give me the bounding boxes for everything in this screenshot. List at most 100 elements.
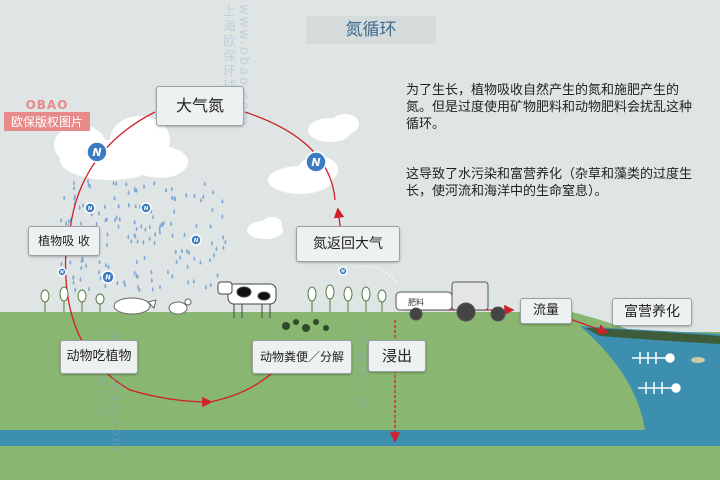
- rain-drop: [209, 257, 212, 263]
- rain-drop: [78, 204, 81, 210]
- rain-drop: [64, 220, 67, 226]
- nitrogen-symbol: [84, 202, 96, 214]
- cloud-small: [247, 217, 283, 239]
- rain-drop: [175, 259, 178, 265]
- crops-right: [307, 284, 387, 312]
- rain-drop: [135, 259, 138, 265]
- rain-drop: [116, 280, 119, 286]
- rain-drop: [169, 221, 172, 227]
- rain-drop: [183, 232, 186, 238]
- rain-drop: [105, 242, 108, 248]
- rain-drop: [81, 255, 84, 261]
- rain-drop: [98, 269, 101, 275]
- rain-drop: [209, 282, 212, 288]
- rain-drop: [130, 238, 133, 244]
- rain-drop: [211, 207, 214, 213]
- rain-drop: [113, 195, 116, 201]
- rain-drop: [134, 203, 137, 209]
- dead-fish-1: [632, 352, 675, 364]
- rain-drop: [195, 223, 198, 229]
- description-paragraph-1: 为了生长，植物吸收自然产生的氮和施肥产生的氮。但是过度使用矿物肥料和动物肥料会扰…: [406, 83, 693, 132]
- nitrogen-symbol-text: N: [105, 273, 111, 281]
- rain-drop: [117, 203, 120, 209]
- rain-drop: [135, 273, 138, 279]
- rain-drop: [153, 180, 156, 186]
- rain-drop: [180, 248, 183, 254]
- rain-drop: [136, 284, 139, 290]
- rain-drop: [158, 229, 161, 235]
- cycle-arrow-down-left: [64, 249, 213, 408]
- nitrogen-symbol: [305, 151, 327, 173]
- rain-drop: [192, 278, 195, 284]
- dead-fish-2: [638, 382, 681, 394]
- rain-drop: [74, 286, 77, 292]
- nitrogen-symbol: [101, 270, 115, 284]
- rain-drop: [216, 272, 219, 278]
- rain-drop: [98, 259, 101, 265]
- rain-drop: [104, 217, 107, 223]
- description-paragraph-2: 这导致了水污染和富营养化（杂草和藻类的过度生长，使河流和海洋中的生命窒息）。: [406, 167, 693, 199]
- diagram-title: 氮循环: [306, 16, 436, 44]
- rain-drop: [160, 221, 163, 227]
- rain-drop: [106, 231, 109, 237]
- rain-drop: [213, 252, 216, 258]
- rain-drop: [143, 255, 146, 261]
- rain-drop: [72, 279, 75, 285]
- rain-drop: [148, 224, 151, 230]
- cow: [217, 281, 277, 318]
- rain-drop: [204, 284, 207, 290]
- rain-drop: [73, 185, 76, 191]
- rain-drop: [193, 193, 196, 199]
- rain-drop: [148, 235, 151, 241]
- nitrogen-symbol-text: N: [341, 269, 345, 275]
- rain-drop: [151, 214, 154, 220]
- rain-drop: [142, 239, 145, 245]
- rain-drop: [142, 183, 145, 189]
- watermark-logo-top: OBAO: [25, 98, 69, 112]
- rain-drop: [186, 248, 189, 254]
- rain-drop: [125, 181, 128, 187]
- label-eutrophication: 富营养化: [612, 298, 692, 326]
- rain-drop: [159, 284, 162, 290]
- rain-drop: [133, 270, 136, 276]
- rain-drop: [150, 277, 153, 283]
- rain-drop: [69, 259, 72, 265]
- nitrogen-symbol-text: N: [194, 238, 199, 244]
- rain-drop: [133, 232, 136, 238]
- nitrogen-symbol-text: N: [88, 206, 93, 212]
- rain-drop: [151, 286, 154, 292]
- rain-drop: [72, 180, 75, 186]
- nitrogen-symbol-text: N: [311, 156, 320, 169]
- rain-drop: [136, 238, 139, 244]
- rain-drop: [171, 273, 174, 279]
- rain-drop: [135, 226, 138, 232]
- nitrogen-symbol-text: N: [92, 146, 101, 159]
- label-atmospheric-nitrogen: 大气氮: [156, 86, 244, 126]
- rain-drop: [203, 181, 206, 187]
- label-nitrogen-return: 氮返回大气: [296, 226, 400, 262]
- rain-drop: [80, 265, 83, 271]
- rain-drop: [107, 263, 110, 269]
- rain-drop: [215, 246, 218, 252]
- rain-drop: [67, 218, 70, 224]
- rain-drop: [187, 279, 190, 285]
- rain-drop: [80, 220, 83, 226]
- rain-drop: [199, 259, 202, 265]
- nitrogen-symbol-text: N: [144, 206, 149, 212]
- nitrogen-symbol: [140, 202, 152, 214]
- rain-drop: [117, 223, 120, 229]
- chicken: [168, 298, 192, 315]
- rain-drop: [200, 197, 203, 203]
- rain-drop: [185, 192, 188, 198]
- algae: [585, 328, 720, 344]
- cycle-arrow-sky-right: [244, 111, 336, 201]
- rain-drop: [221, 213, 224, 219]
- pig: [113, 297, 157, 315]
- rain-drop: [133, 219, 136, 225]
- rain-drop: [127, 234, 130, 240]
- rain-drop: [224, 239, 227, 245]
- rain-drop: [98, 210, 101, 216]
- rain-drop: [221, 198, 224, 204]
- label-animals-eat-plants: 动物吃植物: [60, 340, 138, 374]
